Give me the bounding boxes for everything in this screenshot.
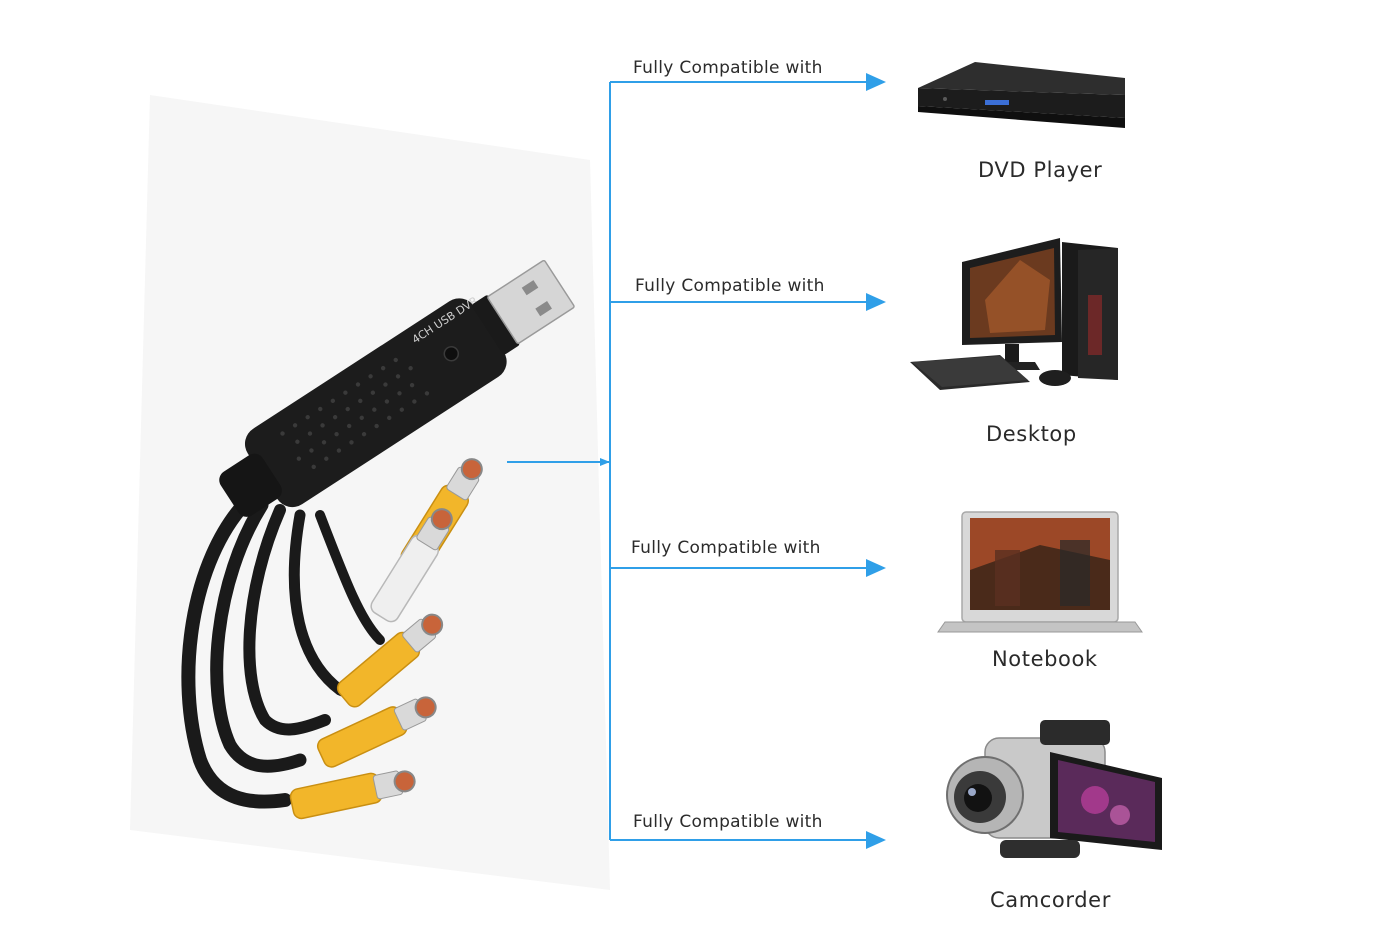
laptop-icon xyxy=(937,511,1143,633)
usb-plug xyxy=(487,259,575,344)
usb-plug-hole xyxy=(535,301,552,317)
branch-label-3: Fully Compatible with xyxy=(631,538,821,558)
usb-plug-hole xyxy=(521,280,539,296)
device-name-desktop: Desktop xyxy=(986,422,1077,446)
trunk-arrowhead xyxy=(600,458,610,466)
dongle-shell xyxy=(244,298,507,508)
rca-connector-yellow-4 xyxy=(289,770,416,820)
device-name-camcorder: Camcorder xyxy=(990,888,1111,912)
branch-label-1: Fully Compatible with xyxy=(633,58,823,78)
cable-3 xyxy=(243,504,331,736)
arrowheads xyxy=(600,73,886,849)
usb-plug-collar xyxy=(472,295,520,355)
rca-connector-yellow-2 xyxy=(336,613,444,708)
dongle-strain-relief xyxy=(219,453,282,517)
connector-tree xyxy=(507,81,878,841)
arrowhead-1 xyxy=(866,73,886,91)
rca-connectors xyxy=(289,458,483,820)
device-name-dvd-player: DVD Player xyxy=(978,158,1103,182)
cable-5 xyxy=(315,510,385,645)
branch-label-4: Fully Compatible with xyxy=(633,812,823,832)
desktop-computer-icon xyxy=(910,238,1118,390)
dvd-player-icon xyxy=(918,62,1125,128)
rca-connector-yellow-3 xyxy=(316,696,437,768)
dongle-vents xyxy=(280,357,430,470)
rca-connector-white xyxy=(370,508,453,623)
branch-label-2: Fully Compatible with xyxy=(635,276,825,296)
camcorder-icon xyxy=(946,720,1162,858)
led-indicator xyxy=(443,345,460,362)
arrowhead-4 xyxy=(866,831,886,849)
arrowhead-3 xyxy=(866,559,886,577)
arrowhead-2 xyxy=(866,293,886,311)
cable-1 xyxy=(181,493,292,809)
device-name-notebook: Notebook xyxy=(992,647,1098,671)
cable-2 xyxy=(210,498,307,773)
